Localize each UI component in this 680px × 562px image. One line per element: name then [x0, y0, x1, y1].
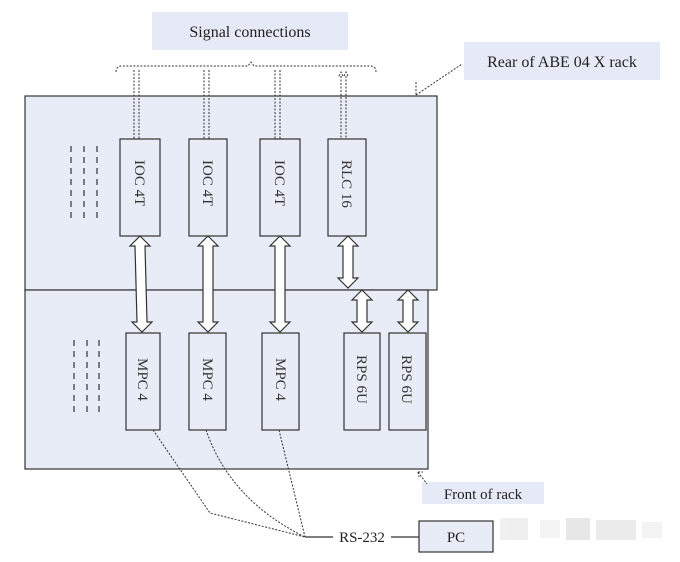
svg-text:PC: PC [447, 530, 465, 546]
rear-leader [415, 63, 463, 96]
rear-card-3: IOC 4T [259, 138, 301, 237]
svg-text:RLC 16: RLC 16 [338, 160, 354, 208]
svg-text:IOC 4T: IOC 4T [199, 160, 215, 206]
rear-panel [24, 95, 438, 291]
front-slot-marks [73, 340, 100, 412]
front-rack-label: Front of rack [422, 482, 544, 504]
arrow-rps2 [396, 289, 420, 333]
arrow-rps1 [350, 289, 374, 333]
rear-rack-text: Rear of ABE 04 X rack [487, 54, 637, 71]
svg-text:RPS 6U: RPS 6U [353, 355, 369, 404]
svg-text:IOC 4T: IOC 4T [271, 160, 287, 206]
svg-text:MPC 4: MPC 4 [134, 358, 150, 401]
svg-text:IOC 4T: IOC 4T [131, 160, 147, 206]
svg-text:RPS 6U: RPS 6U [398, 355, 414, 404]
signal-connections-label: Signal connections [152, 12, 348, 50]
rear-slot-marks [70, 146, 98, 220]
signal-lines [133, 70, 349, 139]
signal-connections-text: Signal connections [189, 24, 310, 41]
svg-text:MPC 4: MPC 4 [272, 358, 288, 401]
svg-text:MPC 4: MPC 4 [199, 358, 215, 401]
front-card-1: MPC 4 [125, 332, 161, 431]
arrow-ioc3-mpc3 [268, 235, 292, 333]
signal-brace [115, 61, 377, 73]
rs232-label: RS-232 [339, 530, 385, 546]
front-leader [417, 471, 428, 485]
pc-box: PC [418, 520, 494, 553]
rear-card-2: IOC 4T [188, 138, 228, 237]
front-card-5: RPS 6U [388, 332, 427, 431]
front-card-3: MPC 4 [261, 332, 300, 431]
front-card-2: MPC 4 [188, 332, 227, 431]
rs232-cables [152, 429, 306, 538]
arrow-rlc-rps [336, 235, 360, 289]
front-rack-text: Front of rack [444, 487, 523, 503]
watermark-blur [500, 518, 662, 540]
arrow-ioc2-mpc2 [196, 235, 220, 333]
arrow-ioc1-mpc1 [128, 235, 154, 333]
rear-rack-label: Rear of ABE 04 X rack [464, 42, 660, 80]
front-card-4: RPS 6U [343, 332, 381, 431]
rear-card-4: RLC 16 [327, 138, 367, 237]
rear-card-1: IOC 4T [119, 138, 161, 237]
